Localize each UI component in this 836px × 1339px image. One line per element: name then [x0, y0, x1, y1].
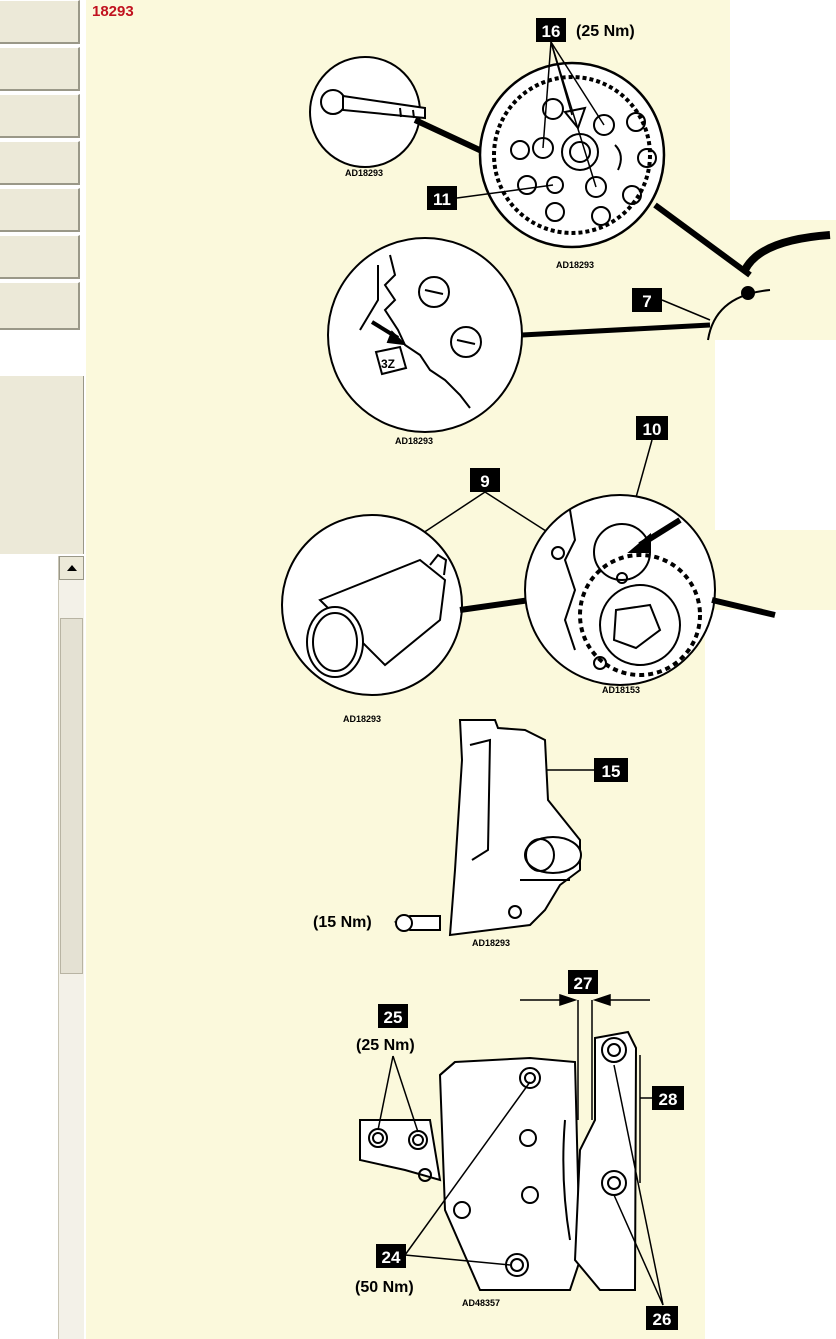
nav-button-5[interactable] [0, 188, 80, 232]
callout-16: 16 [542, 22, 561, 41]
camshaft-sprocket-diagram [309, 56, 831, 341]
callout-24: 24 [382, 1248, 401, 1267]
torque-24: (50 Nm) [355, 1279, 414, 1296]
torque-15: (15 Nm) [313, 914, 372, 931]
scroll-thumb[interactable] [60, 618, 83, 974]
vertical-scrollbar[interactable] [58, 556, 84, 1339]
callout-28: 28 [659, 1090, 678, 1109]
timing-mark-label: 3Z [381, 357, 395, 371]
scroll-up-arrow-icon[interactable] [59, 556, 84, 580]
ref-code-2: AD18293 [556, 260, 594, 270]
nav-button-7[interactable] [0, 282, 80, 330]
ref-code-1: AD18293 [345, 168, 383, 178]
ref-code-5: AD18153 [602, 685, 640, 695]
torque-25: (25 Nm) [356, 1037, 415, 1054]
ref-code-4: AD18293 [343, 714, 381, 724]
callout-9: 9 [480, 472, 489, 491]
callout-7: 7 [642, 292, 651, 311]
nav-button-3[interactable] [0, 94, 80, 138]
callout-15: 15 [602, 762, 621, 781]
callout-27: 27 [574, 974, 593, 993]
torque-16: (25 Nm) [576, 23, 635, 40]
ref-code-6: AD18293 [472, 938, 510, 948]
engine-mount-bracket-diagram [359, 1030, 638, 1291]
nav-button-6[interactable] [0, 235, 80, 279]
ref-code-3: AD18293 [395, 436, 433, 446]
left-sidebar [0, 0, 84, 1339]
locking-pin-diagram [281, 439, 776, 696]
callout-26: 26 [653, 1310, 672, 1329]
ref-code-7: AD48357 [462, 1298, 500, 1308]
nav-button-1[interactable] [0, 0, 80, 44]
nav-button-4[interactable] [0, 141, 80, 185]
side-panel [0, 376, 84, 554]
tensioner-diagram [393, 719, 582, 937]
callout-11: 11 [433, 190, 451, 209]
callout-25: 25 [384, 1008, 403, 1027]
nav-button-2[interactable] [0, 47, 80, 91]
document-id: 18293 [92, 3, 134, 20]
callout-10: 10 [643, 420, 662, 439]
timing-mark-diagram [327, 237, 711, 433]
